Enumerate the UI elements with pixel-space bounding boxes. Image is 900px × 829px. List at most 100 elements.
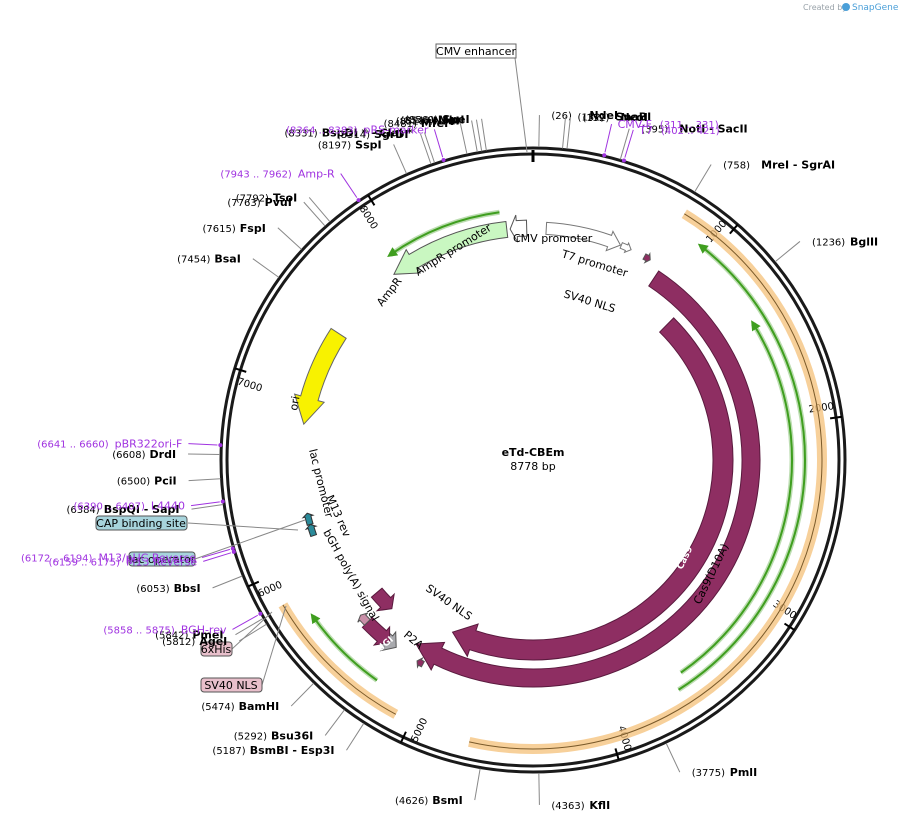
site-leader	[566, 116, 571, 149]
site-leader	[562, 116, 567, 149]
site-leader	[475, 119, 483, 152]
tick-mark	[247, 580, 260, 588]
site-leader	[191, 504, 224, 510]
primer-name: T7	[638, 124, 653, 137]
site-position: (6500)	[117, 477, 150, 488]
primer-name: Amp-R	[298, 168, 335, 181]
site-name: AgeI	[199, 635, 227, 648]
site-name: SpeI	[442, 113, 469, 126]
primer-position: (6641 .. 6660)	[37, 440, 109, 451]
site-position: (6053)	[136, 584, 169, 595]
primer-mark	[230, 546, 235, 551]
site-name: KflI	[589, 799, 610, 812]
site-leader	[694, 164, 712, 193]
primer-mark	[231, 549, 236, 554]
primer-position: (311 .. 331)	[660, 120, 719, 131]
cmv-promoter-label: CMV promoter	[513, 232, 593, 245]
ori-feature	[293, 327, 347, 426]
site-leader	[235, 618, 264, 636]
ugi-1-label: UGI	[339, 601, 357, 622]
site-position: (5812)	[162, 637, 195, 648]
site-name: DrdI	[150, 448, 177, 461]
site-position: (152)	[582, 113, 609, 124]
primer-mark	[602, 153, 607, 158]
primer-mark	[356, 198, 361, 203]
orf-ugi-band-line	[282, 604, 397, 715]
site-name: SgrDI	[374, 128, 408, 141]
cas9-feature	[415, 270, 761, 688]
site-name: BamHI	[239, 700, 280, 713]
site-name: BbsI	[174, 582, 201, 595]
site-position: (8331)	[284, 129, 317, 140]
credit-prefix: Created by	[803, 3, 847, 12]
restriction-sites: NdeI(26)SnaBI(132)NcoI(152)NotI - SacII(…	[66, 109, 878, 812]
primer-name: pRS-marker	[364, 123, 429, 136]
site-name: Bsu36I	[271, 729, 313, 742]
sv40-nls-bottom-label: SV40 NLS	[423, 582, 474, 623]
primer-leader	[188, 443, 218, 446]
primer-position: (6172 .. 6194)	[21, 554, 93, 565]
site-name: PciI	[154, 475, 176, 488]
primer-mark	[220, 499, 225, 504]
site-name: BglII	[850, 235, 878, 248]
snapgene-credit: Created by SnapGene	[803, 3, 899, 13]
site-position: (5474)	[201, 702, 234, 713]
sv40-nls-top-feature	[642, 251, 651, 264]
site-leader	[424, 132, 436, 164]
plasmid-name: eTd-CBEm	[502, 446, 565, 459]
site-position: (4363)	[551, 801, 584, 812]
primer-mark	[441, 158, 446, 163]
orf-arrow-ugi	[310, 613, 378, 682]
site-name: TsoI	[273, 191, 297, 204]
site-position: (1236)	[812, 237, 845, 248]
tick-label: 7000	[236, 377, 264, 395]
site-position: (132)	[578, 113, 605, 124]
site-position: (8569)	[405, 115, 438, 126]
ugi-2-feature	[370, 587, 395, 612]
primer-name: M13/pUC Reverse	[98, 552, 196, 565]
sv40-nls-bottom-feature	[416, 656, 425, 669]
primer-name: pBR322ori-F	[115, 438, 183, 451]
site-position: (5292)	[234, 731, 267, 742]
primer-mark	[621, 158, 626, 163]
site-leader	[393, 144, 408, 174]
ampr-label: AmpR	[374, 275, 405, 309]
tick-label: 8000	[357, 204, 380, 231]
site-leader	[481, 118, 487, 151]
site-leader	[277, 227, 302, 250]
site-name: MreI - SgrAI	[761, 159, 835, 172]
primer-name: BGH-rev	[181, 623, 227, 636]
primer-position: (402 .. 421)	[661, 126, 720, 137]
site-position: (3775)	[692, 768, 725, 779]
plasmid-size: 8778 bp	[510, 460, 555, 473]
site-name: MfeI	[421, 117, 448, 130]
site-leader	[538, 772, 540, 805]
primer-leader	[201, 548, 231, 559]
primer-sites: CMV-F(311 .. 331)T7(402 .. 421)BGH-rev(5…	[21, 118, 720, 636]
tick-label: 5000	[410, 716, 431, 744]
site-name: NotI - SacII	[679, 123, 747, 136]
primer-leader	[624, 129, 634, 158]
site-leader	[346, 723, 365, 751]
orf-arrow-inner	[680, 320, 793, 674]
site-position: (395)	[641, 125, 668, 136]
ampr-feature	[393, 220, 509, 275]
site-leader	[290, 682, 314, 707]
orf-layer	[278, 209, 827, 754]
site-leader	[474, 768, 481, 801]
ampr-promoter-feature	[509, 214, 528, 243]
primer-position: (6390 .. 6407)	[73, 502, 145, 513]
tick-mark	[614, 748, 620, 761]
primer-position: (8364 .. 8383)	[286, 125, 358, 136]
lac-operator-feature	[304, 523, 318, 538]
sv40-nls-top-label: SV40 NLS	[562, 287, 617, 315]
site-position: (758)	[723, 161, 750, 172]
site-position: (4626)	[395, 796, 428, 807]
site-leader	[538, 115, 540, 148]
site-leader	[420, 133, 432, 165]
tick-mark	[783, 622, 796, 631]
site-name: NruI	[433, 115, 460, 128]
credit-brand: SnapGene	[852, 3, 899, 13]
site-leader	[324, 709, 345, 736]
tick-mark	[729, 223, 739, 235]
